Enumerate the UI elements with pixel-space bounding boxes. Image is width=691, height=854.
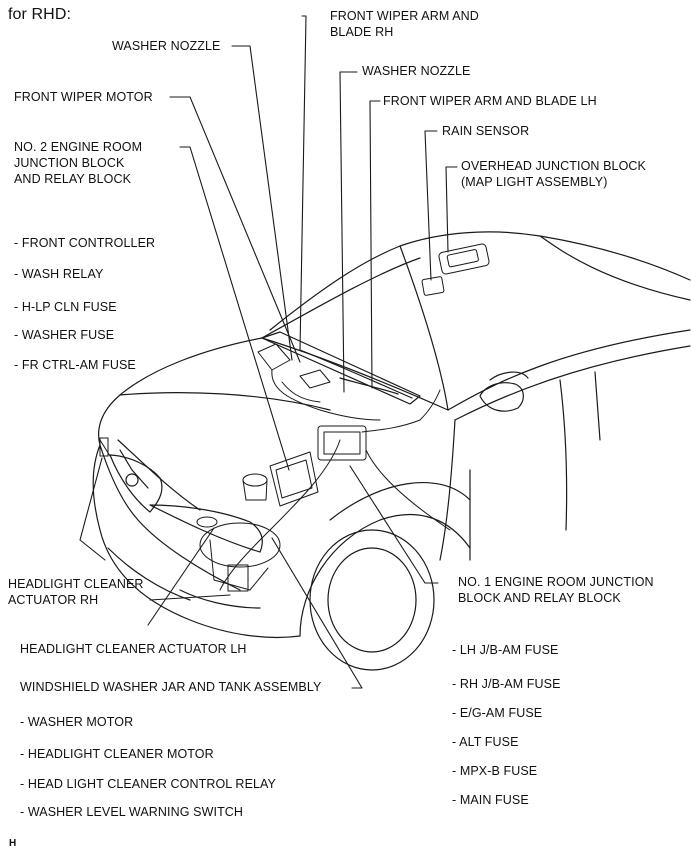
label-washer-nozzle-left: WASHER NOZZLE [112,39,221,53]
label-headlight-cleaner-lh: HEADLIGHT CLEANER ACTUATOR LH [20,642,247,656]
no1-component-main-fuse: - MAIN FUSE [452,793,529,807]
rain-sensor [421,276,445,296]
wiper-motor [257,343,291,371]
no2-component-front-controller: - FRONT CONTROLLER [14,236,156,250]
no1-component-mpx-b-fuse: - MPX-B FUSE [452,764,538,778]
no2-component-hlp-cln-fuse: - H-LP CLN FUSE [14,300,117,314]
tank-component-headlight-cleaner-motor: - HEADLIGHT CLEANER MOTOR [20,747,214,761]
tank-component-washer-level-switch: - WASHER LEVEL WARNING SWITCH [20,805,244,819]
no2-junction-block [269,451,319,507]
no1-component-lh-jb-am-fuse: - LH J/B-AM FUSE [452,643,559,657]
no1-component-alt-fuse: - ALT FUSE [452,735,519,749]
tank-component-cleaner-control-relay: - HEAD LIGHT CLEANER CONTROL RELAY [20,777,276,791]
tank-component-washer-motor: - WASHER MOTOR [20,715,134,729]
label-headlight-cleaner-rh: HEADLIGHT CLEANER ACTUATOR RH [8,577,144,607]
label-washer-jar-tank: WINDSHIELD WASHER JAR AND TANK ASSEMBLY [20,680,322,694]
no1-junction-block [317,425,367,461]
no1-component-eg-am-fuse: - E/G-AM FUSE [452,706,543,720]
label-no1-engine-room-jb: NO. 1 ENGINE ROOM JUNCTION BLOCK AND REL… [458,575,654,605]
label-front-wiper-arm-lh: FRONT WIPER ARM AND BLADE LH [383,94,597,108]
no2-component-wash-relay: - WASH RELAY [14,267,104,281]
label-washer-nozzle-right: WASHER NOZZLE [362,64,471,78]
label-front-wiper-motor: FRONT WIPER MOTOR [14,90,153,104]
components [99,243,490,601]
leader-lines [79,15,458,689]
no2-component-fr-ctrl-am-fuse: - FR CTRL-AM FUSE [14,358,136,372]
overhead-junction-block [438,243,490,275]
washer-tank [199,522,281,568]
figure-code: H [9,838,17,849]
label-rain-sensor: RAIN SENSOR [442,124,530,138]
no2-component-washer-fuse: - WASHER FUSE [14,328,115,342]
variant-label: for RHD: [8,6,72,23]
no1-component-rh-jb-am-fuse: - RH J/B-AM FUSE [452,677,561,691]
label-overhead-junction-block: OVERHEAD JUNCTION BLOCK (MAP LIGHT ASSEM… [461,159,646,189]
label-no2-engine-room-jb: NO. 2 ENGINE ROOM JUNCTION BLOCK AND REL… [14,140,143,186]
label-front-wiper-arm-rh: FRONT WIPER ARM AND BLADE RH [330,9,479,39]
